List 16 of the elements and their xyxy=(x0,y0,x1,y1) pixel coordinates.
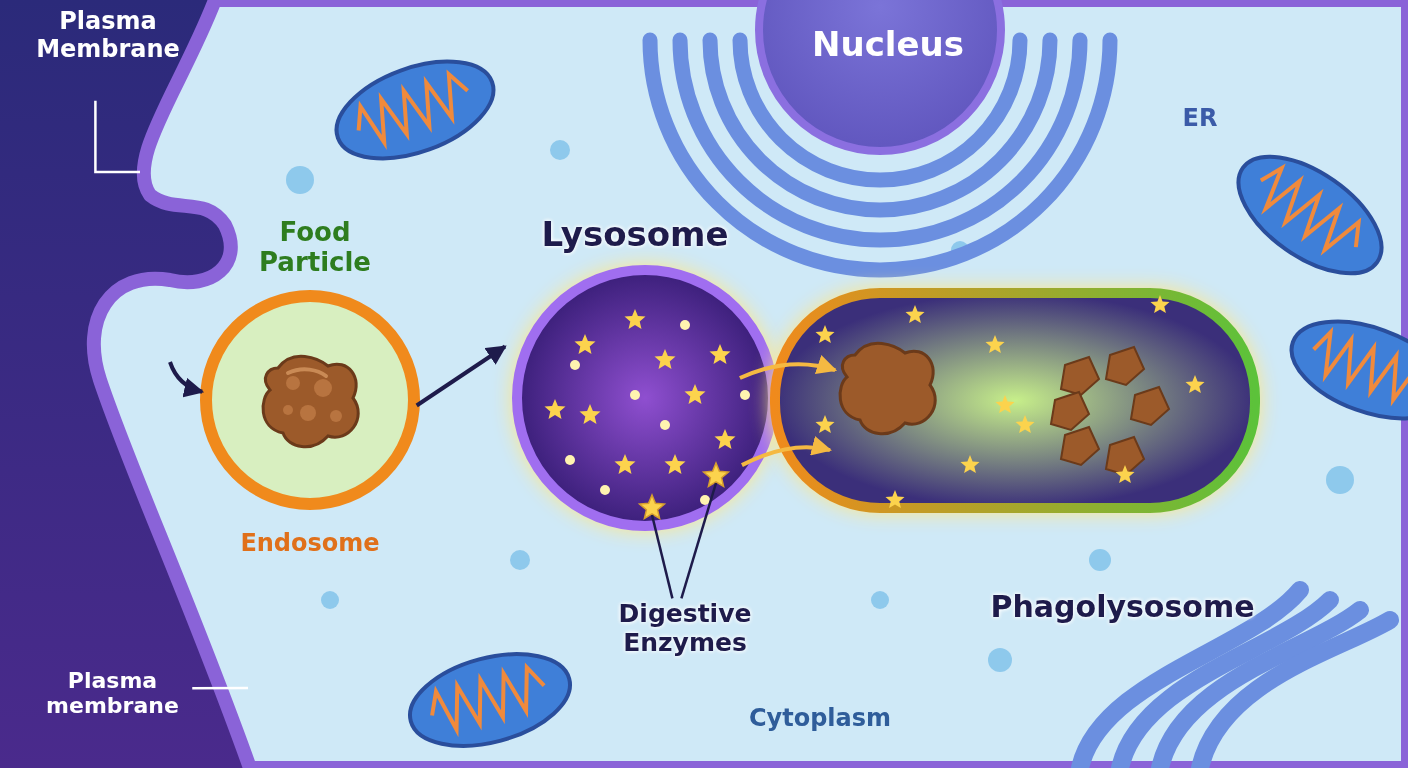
arrow xyxy=(415,344,507,408)
particle-label: Food Particle xyxy=(258,218,372,278)
enzymes-label: Digestive Enzymes xyxy=(617,600,753,658)
arrow xyxy=(739,355,838,380)
cytoplasm-label: Cytoplasm xyxy=(747,705,893,733)
er-label: ER xyxy=(1181,105,1219,133)
nucleus-label: Nucleus xyxy=(811,25,965,65)
leader-line xyxy=(94,100,140,174)
arrow xyxy=(168,361,205,397)
membrane-label: Plasma membrane xyxy=(45,668,180,719)
organelle-label: Lysosome xyxy=(540,215,730,255)
leader-line xyxy=(650,514,674,599)
organelle-label: Endosome xyxy=(239,530,381,558)
organelle-label: Phagolysosome xyxy=(989,590,1256,625)
membrane-label: Plasma Membrane xyxy=(35,8,181,64)
arrow xyxy=(741,436,832,467)
